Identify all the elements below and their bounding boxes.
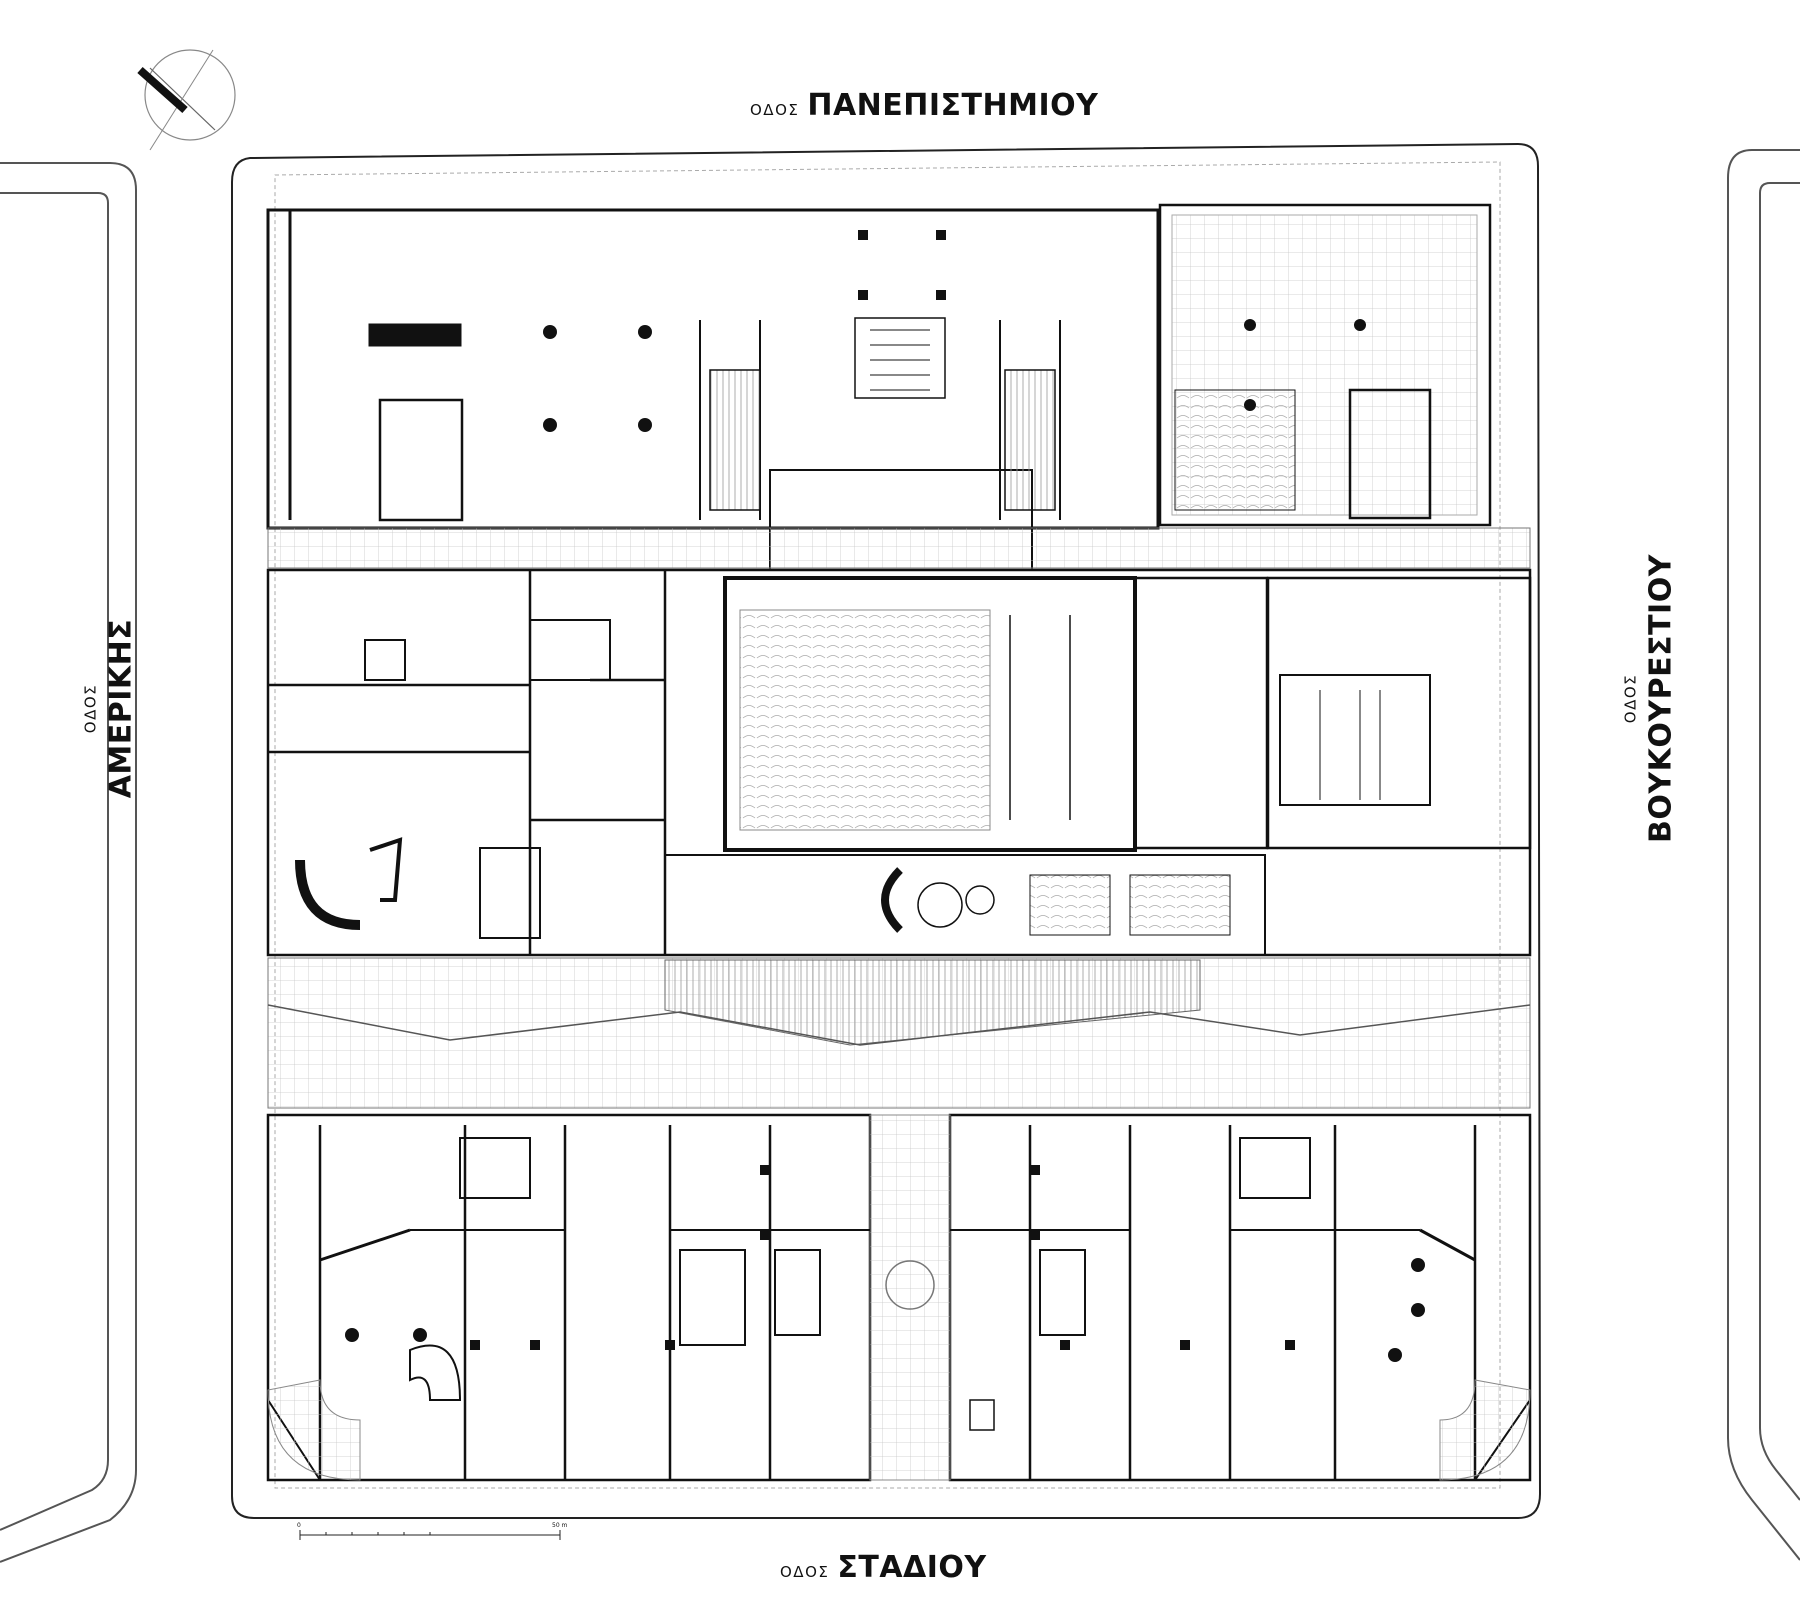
- street-label-north: ΟΔΟΣ ΠΑΝΕΠΙΣΤΗΜΙΟΥ: [750, 88, 1098, 123]
- columns: [345, 230, 1425, 1362]
- north-arrow-icon: [137, 49, 236, 151]
- street-name: ΣΤΑΔΙΟΥ: [837, 1550, 987, 1585]
- street-label-west: ΟΔΟΣ ΑΜΕΡΙΚΗΣ: [82, 619, 139, 799]
- street-prefix: ΟΔΟΣ: [780, 1563, 830, 1581]
- street-label-east: ΟΔΟΣ ΒΟΥΚΟΥΡΕΣΤΙΟΥ: [1622, 554, 1679, 844]
- street-name: ΑΜΕΡΙΚΗΣ: [103, 618, 139, 799]
- street-prefix: ΟΔΟΣ: [1621, 673, 1640, 724]
- scale-bar: [299, 1530, 561, 1540]
- street-label-south: ΟΔΟΣ ΣΤΑΔΙΟΥ: [780, 1550, 987, 1585]
- street-name: ΒΟΥΚΟΥΡΕΣΤΙΟΥ: [1643, 554, 1679, 843]
- neighbour-block-east: [1727, 149, 1800, 1561]
- scale-bar-end-label: 50 m: [552, 1522, 568, 1529]
- middle-building: [266, 568, 1532, 957]
- street-prefix: ΟΔΟΣ: [750, 101, 800, 119]
- central-arcade: [267, 957, 1531, 1109]
- north-building: [266, 203, 1492, 571]
- neighbour-block-west: [0, 162, 137, 1563]
- street-name: ΠΑΝΕΠΙΣΤΗΜΙΟΥ: [807, 88, 1099, 123]
- street-prefix: ΟΔΟΣ: [81, 683, 100, 734]
- north-passage: [267, 527, 1531, 569]
- scale-bar-start-label: 0: [297, 1522, 301, 1529]
- south-building: [266, 1113, 1532, 1482]
- block-outline: [231, 142, 1542, 1519]
